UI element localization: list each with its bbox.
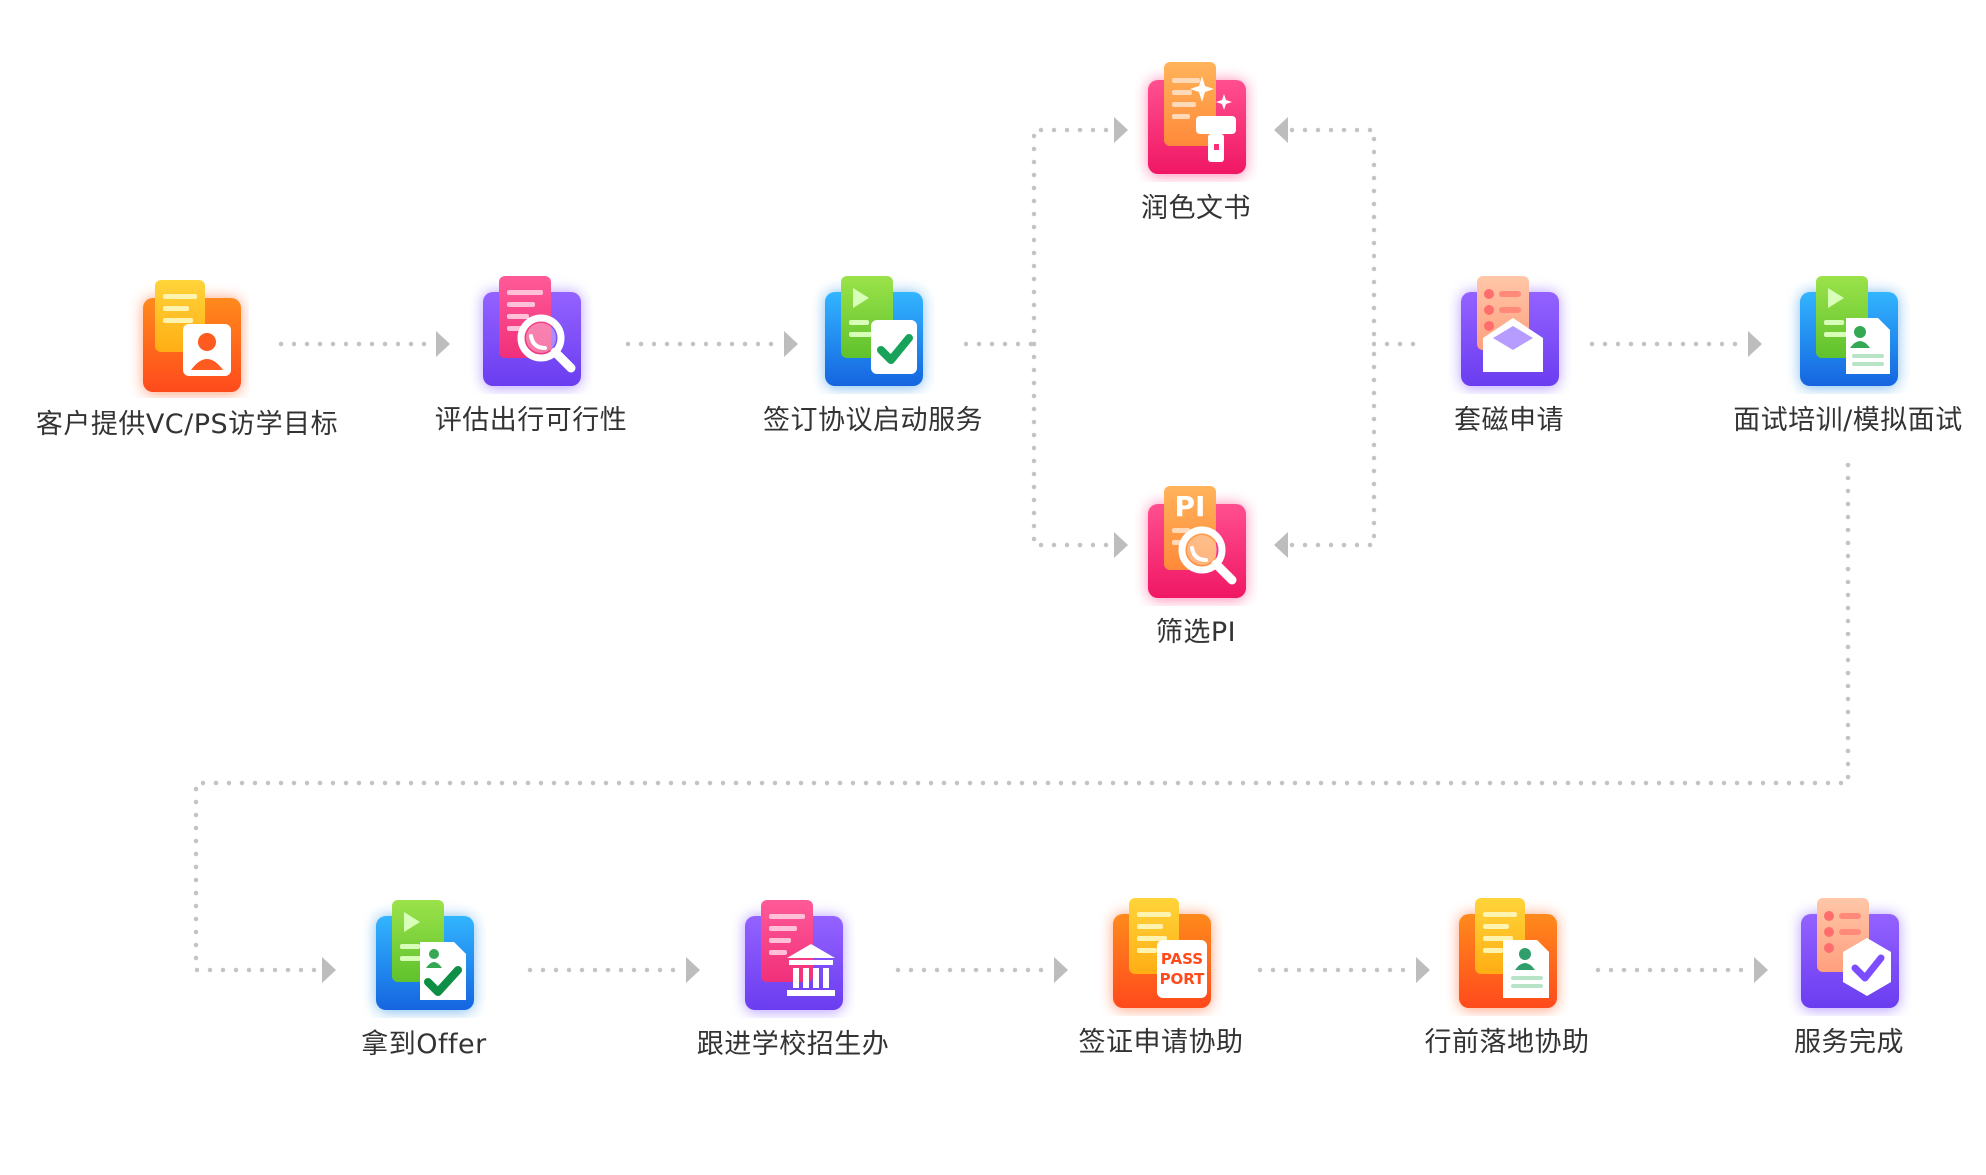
document-card-icon [1445,892,1569,1016]
step-label: 跟进学校招生办 [696,1029,890,1060]
connector-merge-down [1289,341,1377,548]
connector-split-down [1031,341,1113,548]
school-building-icon [731,894,855,1018]
passport-icon: PASS PORT [1099,892,1223,1016]
arrow-from-5 [1274,532,1288,558]
connector-7-down [193,462,1851,973]
step-label: 服务完成 [1794,1027,1904,1058]
document-user-icon [125,274,249,398]
document-search-icon [469,270,593,394]
step-label: 面试培训/模拟面试 [1733,405,1963,436]
arrow-to-2 [436,331,450,357]
service-complete-icon [1787,892,1911,1016]
arrow-to-9 [686,957,700,983]
step-label: 筛选PI [1155,617,1237,648]
arrow-to-3 [784,331,798,357]
step-label: 客户提供VC/PS访学目标 [35,409,339,440]
step-label: 行前落地协助 [1424,1027,1590,1058]
arrow-to-8 [322,957,336,983]
arrow-to-10 [1054,957,1068,983]
step-label: 套磁申请 [1454,405,1564,436]
document-mail-icon [1447,270,1571,394]
passport-port-text: PORT [1160,970,1206,988]
pi-search-icon: PI [1134,482,1258,606]
arrow-to-4 [1114,117,1128,143]
step-label: 签证申请协助 [1078,1027,1244,1058]
document-check-icon [811,270,935,394]
arrow-to-12 [1754,957,1768,983]
step-label: 拿到Offer [361,1029,487,1060]
arrow-to-5 [1114,532,1128,558]
step-label: 评估出行可行性 [434,405,628,436]
document-profile-icon [1786,270,1910,394]
passport-pass-text: PASS [1161,950,1203,968]
document-polish-icon [1134,58,1258,182]
step-label: 润色文书 [1141,193,1251,224]
arrow-to-7 [1748,331,1762,357]
arrow-to-11 [1416,957,1430,983]
connector-merge-up [1289,127,1377,347]
offer-check-icon [362,894,486,1018]
connector-split-up [1031,127,1113,347]
step-label: 签订协议启动服务 [763,405,983,436]
arrow-from-4 [1274,117,1288,143]
pi-icon-text: PI [1175,490,1206,523]
